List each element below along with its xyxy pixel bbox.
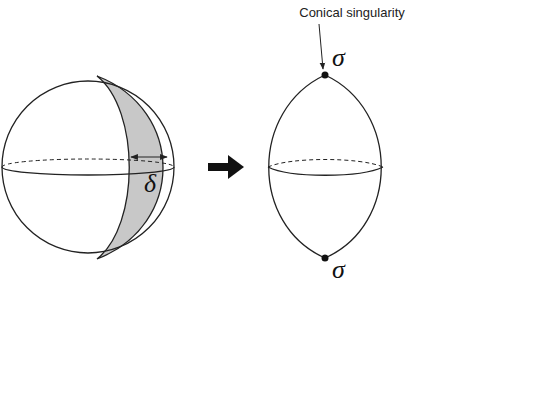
singularity-dot (322, 72, 329, 79)
equator-front (268, 167, 383, 175)
removed-wedge (97, 76, 163, 259)
width-symbol: δ (144, 171, 156, 197)
lens-shape (268, 24, 383, 262)
angle-symbol: σ (332, 257, 345, 283)
leader-arrow (319, 24, 323, 69)
transform-arrow (208, 155, 244, 179)
angle-symbol: σ (332, 45, 345, 71)
equator-back (2, 159, 174, 167)
width-arrow (131, 156, 167, 157)
singularity-dot (322, 255, 329, 262)
callout-label: Conical singularity (299, 6, 405, 19)
equator-back (268, 160, 383, 168)
sphere (2, 76, 174, 259)
